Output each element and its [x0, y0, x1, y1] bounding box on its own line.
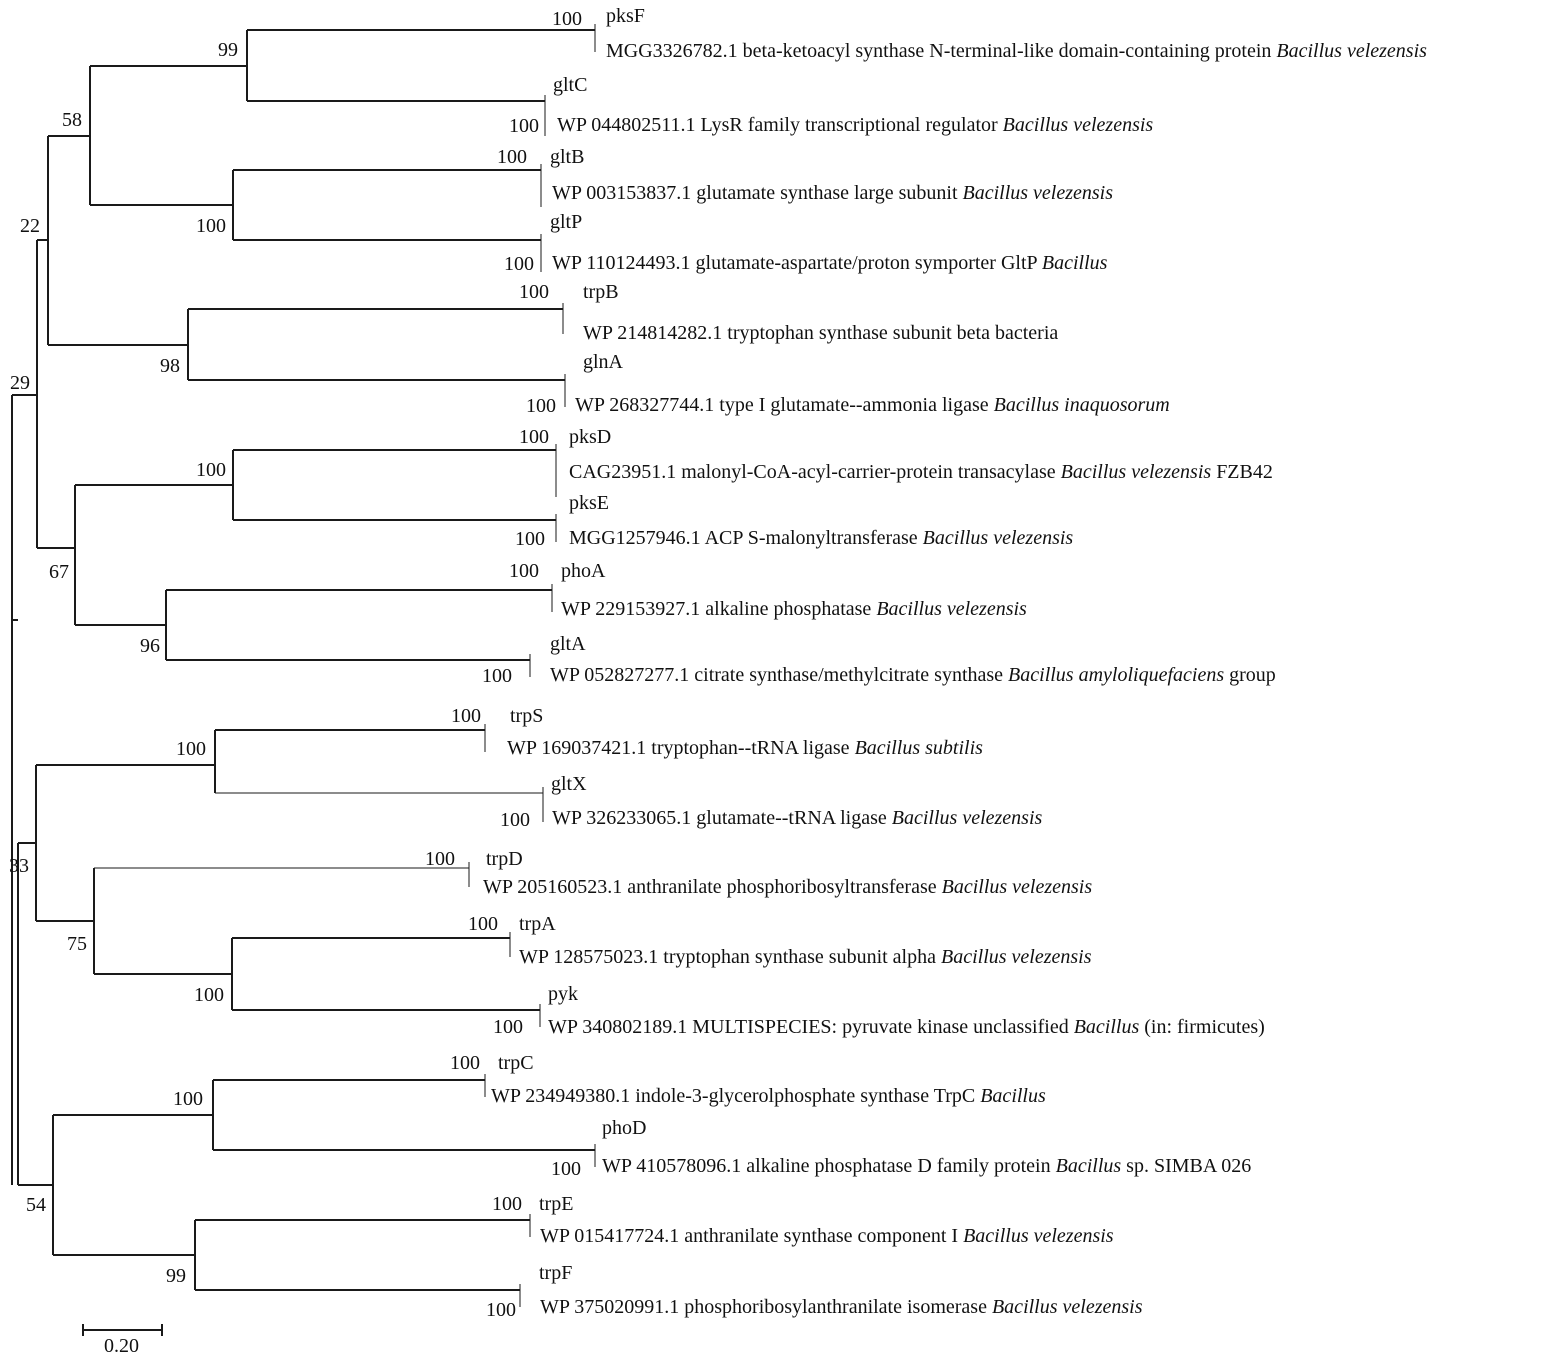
leaf-bootstrap-10: 100: [451, 705, 481, 727]
bootstrap-gltB_gltP: 100: [196, 215, 226, 237]
leaf-description-0: MGG3326782.1 beta-ketoacyl synthase N-te…: [606, 40, 1427, 62]
bootstrap-pksD_pksE: 100: [196, 459, 226, 481]
tree-labels: pksF MGG3326782.1 beta-ketoacyl synthase …: [9, 5, 1427, 1321]
leaf-bootstrap-7: 100: [515, 528, 545, 550]
leaf-gene-1: gltC: [553, 74, 587, 96]
leaf-bootstrap-4: 100: [519, 281, 549, 303]
leaf-gene-5: glnA: [583, 351, 624, 373]
leaf-description-5: WP 268327744.1 type I glutamate--ammonia…: [575, 394, 1170, 416]
leaf-description-4: WP 214814282.1 tryptophan synthase subun…: [583, 322, 1058, 344]
leaf-bootstrap-15: 100: [450, 1052, 480, 1074]
bootstrap-trpE_trpF: 99: [166, 1265, 186, 1287]
leaf-gene-8: phoA: [561, 560, 606, 582]
bootstrap-upper_root: 29: [10, 372, 30, 394]
leaf-bootstrap-9: 100: [482, 665, 512, 687]
tree-branches: [11, 24, 596, 1307]
leaf-gene-11: gltX: [551, 773, 587, 795]
bootstrap-phoA_gltA: 96: [140, 635, 160, 657]
bootstrap-trpB_glnA: 98: [160, 355, 180, 377]
leaf-description-6: CAG23951.1 malonyl-CoA-acyl-carrier-prot…: [569, 461, 1273, 483]
leaf-description-17: WP 015417724.1 anthranilate synthase com…: [540, 1225, 1114, 1247]
bootstrap-trpS_gltX: 100: [176, 738, 206, 760]
bootstrap-mid_D: 33: [9, 855, 29, 877]
leaf-description-8: WP 229153927.1 alkaline phosphatase Baci…: [561, 598, 1027, 620]
leaf-gene-6: pksD: [569, 426, 611, 448]
leaf-bootstrap-17: 100: [492, 1193, 522, 1215]
leaf-bootstrap-3: 100: [504, 253, 534, 275]
scale-bar: 0.20: [82, 1324, 163, 1357]
leaf-gene-9: gltA: [550, 633, 586, 655]
bootstrap-mid_C: 67: [49, 561, 69, 583]
leaf-bootstrap-14: 100: [493, 1016, 523, 1038]
leaf-bootstrap-11: 100: [500, 809, 530, 831]
bootstrap-trpA_pyk: 100: [194, 984, 224, 1006]
leaf-gene-13: trpA: [519, 913, 556, 935]
leaf-description-11: WP 326233065.1 glutamate--tRNA ligase Ba…: [552, 807, 1043, 829]
leaf-bootstrap-16: 100: [551, 1158, 581, 1180]
leaf-gene-15: trpC: [498, 1052, 534, 1074]
leaf-bootstrap-2: 100: [497, 146, 527, 168]
leaf-description-1: WP 044802511.1 LysR family transcription…: [557, 114, 1153, 136]
leaf-bootstrap-12: 100: [425, 848, 455, 870]
leaf-gene-7: pksE: [569, 492, 609, 514]
bootstrap-trpC_phoD: 100: [173, 1088, 203, 1110]
leaf-gene-4: trpB: [583, 281, 619, 303]
leaf-bootstrap-1: 100: [509, 115, 539, 137]
leaf-bootstrap-5: 100: [526, 395, 556, 417]
leaf-gene-14: pyk: [548, 983, 578, 1005]
leaf-description-15: WP 234949380.1 indole-3-glycerolphosphat…: [491, 1085, 1046, 1107]
leaf-description-12: WP 205160523.1 anthranilate phosphoribos…: [483, 876, 1092, 898]
leaf-gene-0: pksF: [606, 5, 645, 27]
leaf-bootstrap-0: 100: [552, 8, 582, 30]
leaf-bootstrap-6: 100: [519, 426, 549, 448]
leaf-gene-16: phoD: [602, 1117, 646, 1139]
leaf-gene-2: gltB: [550, 146, 584, 168]
bootstrap-lower_E: 54: [26, 1194, 46, 1216]
leaf-gene-3: gltP: [550, 211, 582, 233]
leaf-description-2: WP 003153837.1 glutamate synthase large …: [552, 182, 1113, 204]
leaf-description-7: MGG1257946.1 ACP S-malonyltransferase Ba…: [569, 527, 1073, 549]
leaf-description-18: WP 375020991.1 phosphoribosylanthranilat…: [540, 1296, 1143, 1318]
leaf-description-13: WP 128575023.1 tryptophan synthase subun…: [519, 946, 1092, 968]
leaf-description-9: WP 052827277.1 citrate synthase/methylci…: [550, 664, 1276, 686]
leaf-description-14: WP 340802189.1 MULTISPECIES: pyruvate ki…: [548, 1016, 1265, 1038]
bootstrap-trpD_group: 75: [67, 933, 87, 955]
leaf-description-10: WP 169037421.1 tryptophan--tRNA ligase B…: [507, 737, 983, 759]
bootstrap-upper_A: 58: [62, 109, 82, 131]
bootstrap-upper_B: 22: [20, 215, 40, 237]
leaf-description-16: WP 410578096.1 alkaline phosphatase D fa…: [602, 1155, 1251, 1177]
leaf-gene-18: trpF: [539, 1262, 572, 1284]
scale-bar-label: 0.20: [104, 1335, 139, 1357]
leaf-description-3: WP 110124493.1 glutamate-aspartate/proto…: [552, 252, 1108, 274]
leaf-bootstrap-18: 100: [486, 1299, 516, 1321]
leaf-gene-12: trpD: [486, 848, 523, 870]
leaf-bootstrap-8: 100: [509, 560, 539, 582]
leaf-gene-17: trpE: [539, 1193, 573, 1215]
bootstrap-pksF_gltC: 99: [218, 39, 238, 61]
leaf-gene-10: trpS: [510, 705, 543, 727]
leaf-bootstrap-13: 100: [468, 913, 498, 935]
